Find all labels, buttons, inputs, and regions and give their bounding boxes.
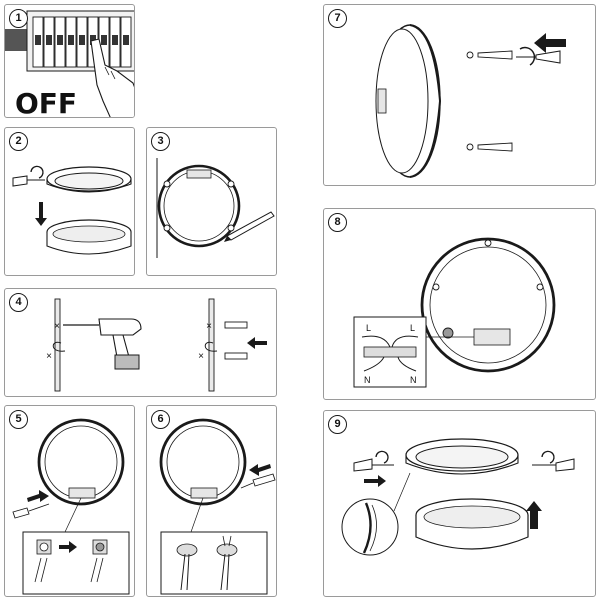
- left-arrow-icon: [247, 337, 267, 349]
- step-number: 7: [328, 9, 347, 28]
- cable-gland-illustration: [12, 418, 130, 595]
- terminal-block: [68, 487, 96, 499]
- step-number: 9: [328, 415, 347, 434]
- left-arrow-icon: [249, 464, 271, 476]
- step-8-panel: 8 L L N N: [323, 208, 596, 400]
- svg-text:×: ×: [54, 321, 60, 332]
- step-3-panel: 3: [146, 127, 277, 276]
- detail-inset: [160, 531, 268, 595]
- terminal-block: [186, 169, 212, 179]
- remove-diffuser-illustration: [12, 165, 132, 255]
- screwdriver-icon: [532, 458, 575, 472]
- screwdriver-icon: [240, 473, 276, 489]
- din-rail: [5, 29, 29, 51]
- rotate-arrow-icon: [541, 450, 555, 464]
- breaker-panel-illustration: [5, 10, 134, 117]
- gland-after-icon: [90, 539, 108, 583]
- fix-base-illustration: [375, 24, 566, 178]
- right-arrow-icon: [27, 490, 49, 502]
- screwdriver-icon: [12, 503, 50, 519]
- terminal-block: [190, 487, 218, 499]
- right-arrow-icon: [59, 541, 77, 553]
- rotate-arrow-icon: [375, 450, 389, 464]
- step-number: 1: [9, 9, 28, 28]
- drill-icon: [63, 318, 142, 370]
- up-arrow-icon: [526, 501, 542, 529]
- connector-block: [363, 346, 417, 358]
- wire-label-l-right: L: [410, 323, 415, 333]
- screw-icon: [466, 50, 513, 152]
- terminal-block: [377, 88, 387, 114]
- mark-holes-illustration: [156, 158, 275, 258]
- svg-text:×: ×: [46, 351, 52, 362]
- drill-and-plug-illustration: × × × ×: [46, 298, 267, 392]
- svg-text:×: ×: [198, 351, 204, 362]
- wall-plug-icon: [224, 321, 248, 360]
- step-5-panel: 5: [4, 405, 135, 597]
- step-number: 4: [9, 293, 28, 312]
- step-number: 6: [151, 410, 170, 429]
- wiring-illustration: L L N N: [353, 237, 556, 388]
- refit-diffuser-illustration: [341, 438, 575, 556]
- feed-cable-illustration: [159, 418, 276, 595]
- step-number: 3: [151, 132, 170, 151]
- hand-pointing-icon: [90, 38, 134, 117]
- wires: [361, 335, 419, 372]
- gland-before-icon: [34, 539, 52, 583]
- step-number: 2: [9, 132, 28, 151]
- svg-text:×: ×: [206, 321, 212, 332]
- gland-cable-stripped-icon: [216, 535, 238, 591]
- step-number: 5: [9, 410, 28, 429]
- step-4-panel: 4 × × × ×: [4, 288, 277, 397]
- rotate-arrow-icon: [519, 46, 536, 66]
- terminal-block: [473, 328, 511, 346]
- right-arrow-icon: [364, 475, 386, 487]
- wire-label-n-left: N: [364, 375, 371, 385]
- off-label: OFF: [15, 87, 78, 118]
- wire-label-l-left: L: [366, 323, 371, 333]
- step-6-panel: 6: [146, 405, 277, 597]
- rotate-arrow-icon: [30, 165, 44, 179]
- wire-label-n-right: N: [410, 375, 417, 385]
- step-9-panel: 9: [323, 410, 596, 597]
- wall-right: [208, 298, 215, 392]
- left-arrow-icon: [534, 33, 566, 53]
- cable-icon: [52, 341, 66, 352]
- pencil-icon: [224, 211, 275, 242]
- step-7-panel: 7: [323, 4, 596, 186]
- step-2-panel: 2: [4, 127, 135, 276]
- step-1-panel: 1 OFF: [4, 4, 135, 118]
- step-number: 8: [328, 213, 347, 232]
- down-arrow-icon: [35, 202, 47, 226]
- screwdriver-icon: [353, 458, 394, 472]
- screwdriver-icon: [516, 50, 561, 64]
- wall-left: [54, 298, 61, 392]
- screwdriver-icon: [12, 175, 45, 187]
- gland-cable-icon: [176, 543, 198, 591]
